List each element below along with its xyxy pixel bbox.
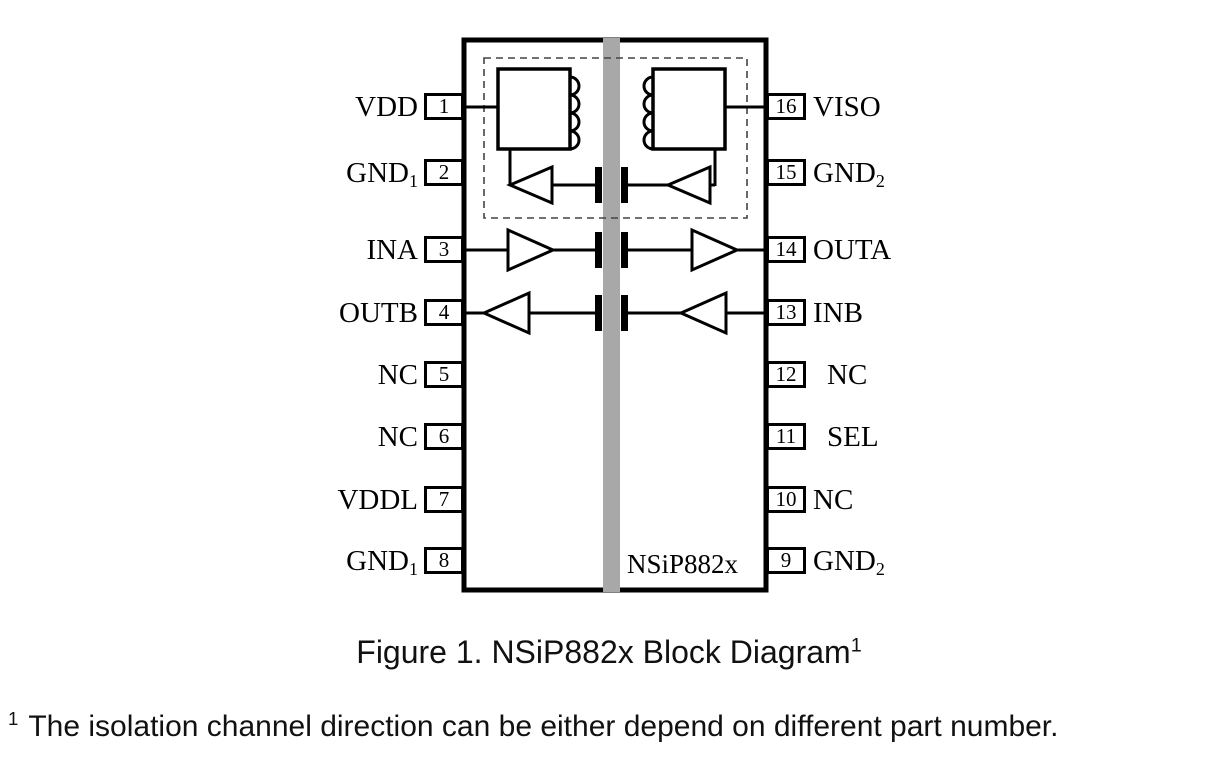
- pin-box-6: 6: [424, 423, 464, 450]
- pin-box-12: 12: [766, 361, 806, 388]
- pin-label-gnd1a: GND1: [346, 157, 418, 192]
- amp-channelB-left: [480, 290, 531, 336]
- amp-feedback-right: [664, 164, 712, 206]
- pin-label-inb: INB: [813, 297, 863, 329]
- pin-box-7: 7: [424, 486, 464, 513]
- pin-box-3: 3: [424, 236, 464, 263]
- amp-channelA-right: [690, 227, 741, 273]
- pin-box-13: 13: [766, 299, 806, 326]
- footnote-marker: 1: [8, 708, 19, 729]
- pin-label-vdd: VDD: [355, 91, 418, 123]
- amp-channelB-right: [677, 290, 728, 336]
- figure-caption-footnote-ref: 1: [850, 634, 862, 657]
- pin-box-8: 8: [424, 547, 464, 574]
- pin-label-nc5: NC: [377, 359, 418, 391]
- block-diagram-drawing: [461, 37, 769, 593]
- isolation-barrier: [603, 38, 620, 592]
- coil-left: [569, 75, 581, 151]
- pin-box-1: 1: [424, 93, 464, 120]
- isolation-capacitors: [595, 167, 628, 331]
- pin-box-15: 15: [766, 159, 806, 186]
- pin-box-2: 2: [424, 159, 464, 186]
- footnote-text: The isolation channel direction can be e…: [28, 710, 1059, 743]
- pin-label-nc12: NC: [827, 359, 868, 391]
- amp-channelA-left: [506, 227, 557, 273]
- coil-right: [642, 75, 654, 151]
- transformer-right: [642, 67, 727, 151]
- buffer-amplifiers: [480, 164, 741, 336]
- pin-label-nc6: NC: [377, 421, 418, 453]
- block-diagram: 1 2 3 4 5 6 7 8 16 15 14 13 12 11 10 9 V…: [337, 37, 892, 593]
- pin-box-14: 14: [766, 236, 806, 263]
- pin-label-nc10: NC: [813, 484, 854, 516]
- pin-box-16: 16: [766, 93, 806, 120]
- pin-label-gnd1b: GND1: [346, 545, 418, 580]
- pin-label-sel: SEL: [827, 421, 879, 453]
- pin-box-10: 10: [766, 486, 806, 513]
- wires: [462, 105, 768, 315]
- pin-label-gnd2b: GND2: [813, 545, 885, 580]
- pin-box-4: 4: [424, 299, 464, 326]
- pin-label-viso: VISO: [813, 91, 881, 123]
- pin-box-5: 5: [424, 361, 464, 388]
- pin-label-ina: INA: [366, 234, 418, 266]
- power-isolation-dashed-box: [483, 57, 748, 219]
- transformer-left: [496, 67, 581, 151]
- chip-part-number: NSiP882x: [627, 549, 739, 579]
- pin-box-11: 11: [766, 423, 806, 450]
- pin-label-outb: OUTB: [339, 297, 418, 329]
- pin-label-gnd2a: GND2: [813, 157, 885, 192]
- pin-label-outa: OUTA: [813, 234, 892, 266]
- figure-caption: Figure 1. NSiP882x Block Diagram1: [0, 634, 1218, 671]
- footnote: 1 The isolation channel direction can be …: [8, 708, 1208, 744]
- amp-feedback-left: [506, 164, 554, 206]
- pin-box-9: 9: [766, 547, 806, 574]
- figure-caption-text: Figure 1. NSiP882x Block Diagram: [356, 634, 851, 670]
- pin-label-vddl: VDDL: [337, 484, 418, 516]
